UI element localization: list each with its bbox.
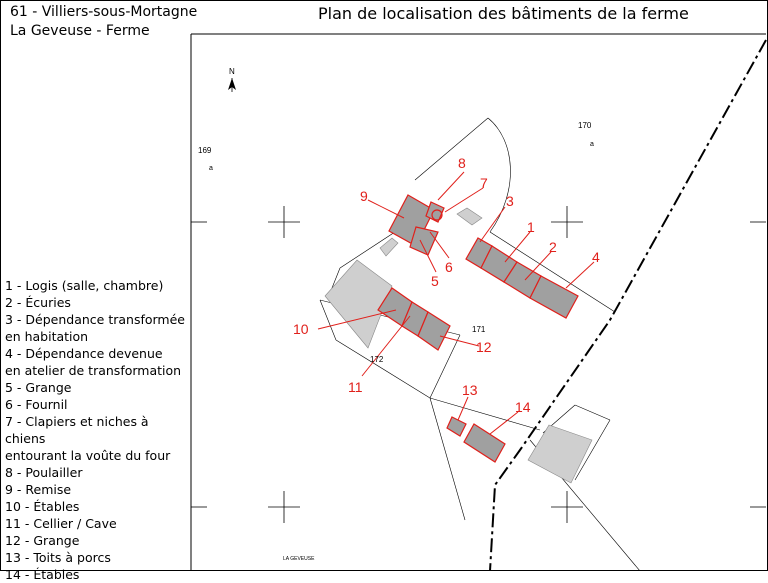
number-label: 10 <box>293 321 309 337</box>
legend-item: 11 - Cellier / Cave <box>5 516 117 531</box>
legend-item: en atelier de transformation <box>5 363 182 378</box>
callout-lines <box>317 171 595 435</box>
footer-label: LA GEVEUSE <box>283 556 315 562</box>
parcel-label: 172 <box>370 355 384 364</box>
legend-item: 9 - Remise <box>5 482 72 497</box>
legend-item: 7 - Clapiers et niches à chiens <box>5 414 149 446</box>
legend-item: 10 - Étables <box>5 499 80 514</box>
number-label: 5 <box>431 273 439 289</box>
number-label: 9 <box>360 188 368 204</box>
legend-item: 13 - Toits à porcs <box>5 550 111 565</box>
location-line2: La Geveuse - Ferme <box>10 23 150 39</box>
legend-item: 8 - Poulailler <box>5 465 83 480</box>
parcel-mark: a <box>209 165 213 172</box>
number-label: 13 <box>462 382 478 398</box>
legend-item: 12 - Grange <box>5 533 80 548</box>
building-12 <box>417 311 451 351</box>
number-label: 8 <box>458 155 466 171</box>
legend-item: en habitation <box>5 329 89 344</box>
number-label: 7 <box>480 175 488 191</box>
parcel-label: 171 <box>472 325 486 334</box>
boundary-line <box>489 39 767 571</box>
parcel-mark: a <box>590 141 594 148</box>
number-label: 2 <box>549 239 557 255</box>
building-4 <box>529 275 579 319</box>
location-line1: 61 - Villiers-sous-Mortagne <box>10 4 198 20</box>
legend-item: 4 - Dépendance devenue <box>5 346 163 361</box>
legend-item: 6 - Fournil <box>5 397 68 412</box>
number-label: 14 <box>515 399 531 415</box>
number-label: 11 <box>348 379 363 395</box>
map-title: Plan de localisation des bâtiments de la… <box>318 4 689 23</box>
parcel-label: 169 <box>198 146 212 155</box>
number-label: 4 <box>592 249 600 265</box>
number-label: 6 <box>445 259 453 275</box>
building-13 <box>446 416 467 437</box>
number-label: 3 <box>506 193 514 209</box>
number-label: 1 <box>527 219 535 235</box>
legend-item: 3 - Dépendance transformée <box>5 312 185 327</box>
parcel-label: 170 <box>578 121 592 130</box>
legend-item: 5 - Grange <box>5 380 72 395</box>
number-label: 12 <box>476 339 492 355</box>
building-8 <box>425 201 445 223</box>
legend: 1 - Logis (salle, chambre) 2 - Écuries 3… <box>5 277 185 583</box>
legend-item: 2 - Écuries <box>5 295 71 310</box>
north-label: N <box>229 67 235 76</box>
legend-item: 1 - Logis (salle, chambre) <box>5 278 164 293</box>
building-5-6 <box>409 226 439 256</box>
oven-icon <box>431 209 443 221</box>
legend-item: entourant la voûte du four <box>5 448 171 463</box>
building-numbers: 1 2 3 4 5 6 7 8 9 10 11 12 13 14 <box>293 155 600 415</box>
buildings <box>377 194 579 463</box>
building-14 <box>463 423 506 463</box>
grid-crosses <box>191 206 766 523</box>
site-plan: N <box>190 33 767 571</box>
annex-buildings <box>324 207 593 484</box>
north-arrow-icon <box>228 78 236 92</box>
